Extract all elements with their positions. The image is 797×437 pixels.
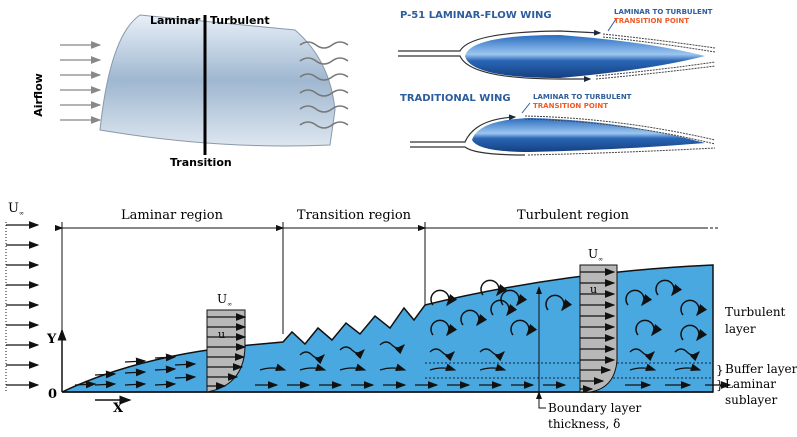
buffer-flow-arrow [299, 363, 327, 372]
laminar-flow-arrow [154, 380, 177, 389]
eddy-arrow [490, 299, 518, 317]
turbulent-wisp [299, 41, 349, 49]
wavy-flow-arrow [379, 341, 405, 355]
p51-callout-1: LAMINAR TO TURBULENT [614, 8, 713, 16]
origin-label: 0 [48, 387, 57, 402]
turbulent-wisp [299, 121, 349, 129]
buffer-flow-arrow [479, 363, 507, 372]
eddy-arrow [545, 294, 573, 312]
buffer-flow-arrow [429, 363, 457, 372]
free-stream-arrows [6, 221, 40, 389]
laminar-region-label: Laminar region [121, 208, 224, 223]
wing-comparison: P-51 LAMINAR-FLOW WING LAMINAR TO TURBUL… [398, 8, 716, 156]
traditional-title: TRADITIONAL WING [400, 93, 511, 104]
eddy-arrow [430, 319, 458, 337]
eddy-arrow [510, 319, 538, 337]
turbulent-profile-u-inf: U∞ [588, 247, 603, 263]
turbulent-wisps [299, 41, 349, 129]
boundary-layer-schematic: Laminar region Transition region Turbule… [5, 201, 797, 431]
eddy-arrow [635, 319, 663, 337]
x-axis-label: X [113, 401, 124, 416]
buffer-flow-arrow [629, 363, 657, 372]
laminar-flow-arrow [124, 357, 147, 366]
laminar-profile-u: u [218, 328, 225, 341]
p51-airfoil [465, 35, 705, 78]
wavy-flow-arrow [339, 346, 365, 360]
turbulent-layer-label-1: Turbulent [725, 305, 786, 319]
turbulent-wisp [299, 57, 349, 65]
traditional-callout-2: TRANSITION POINT [533, 102, 608, 110]
laminar-flow-arrow [174, 373, 197, 382]
buffer-flow-arrow [259, 363, 287, 372]
eddy-arrow [680, 324, 708, 342]
eddy-arrow [480, 279, 508, 297]
wavy-flow-arrow [299, 351, 325, 365]
turbulent-profile-u: u [590, 283, 597, 296]
laminar-flow-arrow [124, 368, 147, 377]
flow-arrows-and-eddies [74, 279, 732, 389]
turbulent-velocity-profile: U∞ u [579, 247, 618, 393]
buffer-flow-arrow [674, 363, 702, 372]
traditional-airfoil [472, 118, 705, 152]
sublayer-brace: } [716, 378, 724, 392]
airflow-arrows [60, 41, 102, 124]
free-stream-velocity-label: U∞ [8, 201, 24, 217]
laminar-flow-arrow [174, 360, 197, 369]
airflow-label: Airflow [32, 73, 45, 117]
laminar-sublayer-label-1: Laminar [725, 377, 776, 391]
eddy-arrow [655, 279, 683, 297]
p51-callout-2: TRANSITION POINT [614, 17, 689, 25]
wavy-flow-arrow [674, 348, 700, 362]
laminar-flow-arrow [154, 353, 177, 362]
turbulent-wisp [299, 105, 349, 113]
turbulent-wisp [299, 73, 349, 81]
buffer-flow-arrow [339, 363, 367, 372]
eddy-arrow [680, 299, 708, 317]
p51-title: P-51 LAMINAR-FLOW WING [400, 10, 552, 21]
turbulent-layer-label-2: layer [725, 322, 756, 336]
laminar-profile-u-inf: U∞ [217, 292, 232, 308]
laminar-sublayer-label-2: sublayer [725, 393, 777, 407]
turbulent-wisp [299, 89, 349, 97]
wavy-flow-arrow [429, 348, 455, 362]
turbulent-region-label: Turbulent region [517, 208, 630, 223]
wing-body [99, 14, 336, 147]
laminar-flow-arrow [94, 380, 117, 389]
bl-thickness-label-1: Boundary layer [548, 401, 642, 415]
laminar-label: Laminar [150, 14, 201, 27]
eddy-arrow [430, 289, 458, 307]
buffer-flow-arrow [379, 363, 407, 372]
transition-label: Transition [170, 156, 232, 169]
buffer-brace: } [716, 363, 724, 377]
laminar-flow-arrow [94, 370, 117, 379]
wavy-flow-arrow [629, 348, 655, 362]
turbulent-label: Turbulent [210, 14, 270, 27]
laminar-velocity-profile: U∞ u [206, 292, 247, 393]
eddy-arrow [500, 289, 528, 307]
laminar-flow-arrow [74, 380, 97, 389]
wing-3d-illustration: Airflow Laminar Turbulent Transition [32, 14, 349, 169]
y-axis-label: Y [46, 332, 57, 347]
buffer-layer-label: Buffer layer [725, 362, 797, 376]
bl-thickness-label-2: thickness, δ [548, 417, 620, 431]
eddy-arrow [625, 289, 653, 307]
laminar-flow-arrow [154, 365, 177, 374]
laminar-flow-arrow [124, 380, 147, 389]
traditional-callout-1: LAMINAR TO TURBULENT [533, 93, 632, 101]
transition-region-label: Transition region [297, 208, 412, 223]
wavy-flow-arrow [479, 348, 505, 362]
eddy-arrow [460, 309, 488, 327]
